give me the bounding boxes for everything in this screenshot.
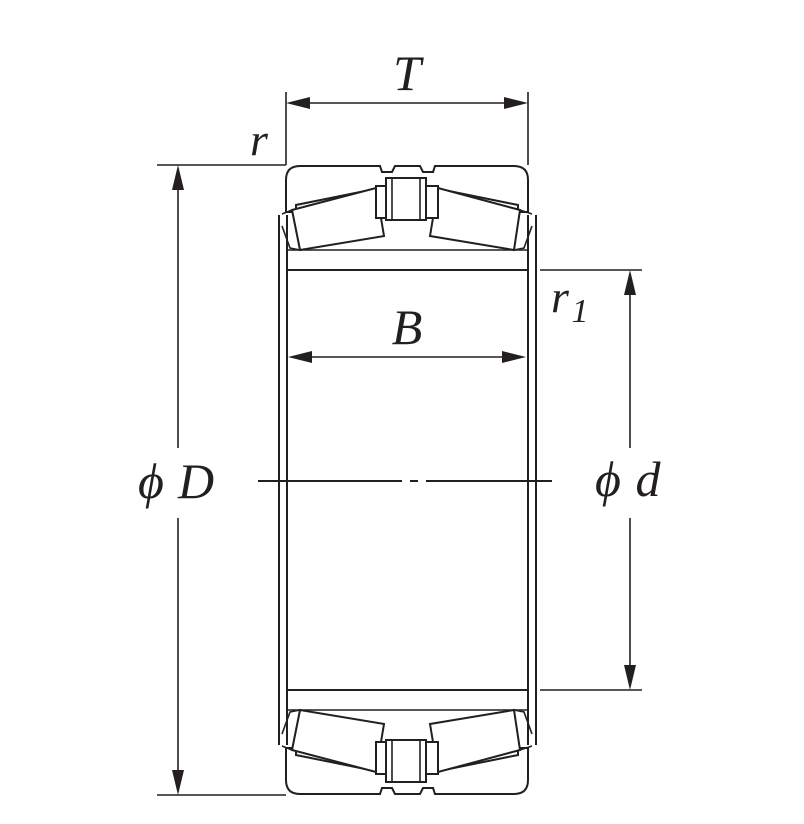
- label-phi-D-symbol: ϕ: [138, 453, 164, 509]
- roller-top-right: [425, 185, 533, 252]
- dimension-T: T: [285, 45, 529, 165]
- label-r1-sub: 1: [572, 293, 589, 330]
- label-phi-d-letter: d: [636, 451, 662, 507]
- label-T: T: [393, 45, 424, 101]
- label-r: r: [250, 114, 269, 165]
- dimension-B: B: [288, 299, 526, 363]
- roller-bottom-right: [425, 708, 533, 775]
- label-r1-base: r: [551, 271, 570, 322]
- cage-bottom: [385, 739, 427, 783]
- label-B: B: [392, 299, 423, 355]
- cage-top: [385, 177, 427, 221]
- dimension-bore-diameter: ϕ d: [540, 269, 674, 691]
- dimension-outer-diameter: ϕ D: [132, 164, 286, 796]
- label-phi-D-letter: D: [177, 453, 214, 509]
- label-r1: r 1: [551, 271, 588, 330]
- label-phi-d-symbol: ϕ: [595, 451, 621, 507]
